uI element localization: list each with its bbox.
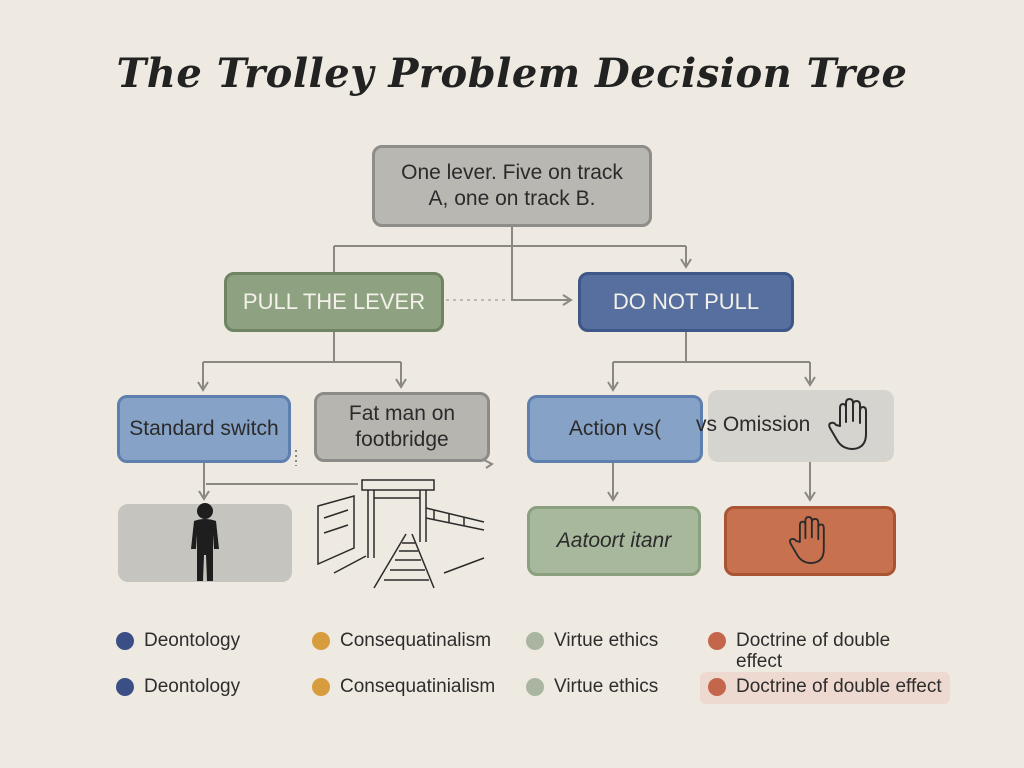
legend-dot-deontology (116, 632, 134, 650)
footbridge-track-icon (317, 479, 485, 589)
raised-hand-icon (789, 516, 825, 564)
legend-label: Deontology (144, 676, 241, 697)
pull-lever-node: PULL THE LEVER (224, 272, 444, 332)
legend-highlight (700, 672, 950, 704)
legend-dot-consequentialism (312, 678, 330, 696)
diagram-title: The Trolley Problem Decision Tree (116, 50, 908, 97)
legend-dot-double-effect (708, 678, 726, 696)
person-leaf-box (118, 503, 292, 582)
legend-label: Virtue ethics (554, 676, 659, 697)
legend-label: Consequatinalism (340, 630, 492, 651)
legend-label: Doctrine of double effect (736, 630, 891, 672)
legend-deontology-2: Deontology (116, 676, 240, 698)
open-hand-icon (828, 398, 867, 450)
legend-deontology-1: Deontology (116, 630, 240, 652)
fat-man-label: Fat man on footbridge (348, 401, 456, 451)
legend-double-effect-1: Doctrine of double effect (708, 630, 908, 672)
legend-consequentialism-1: Consequatinalism (312, 630, 491, 652)
legend-label: Virtue ethics (554, 630, 659, 651)
legend-dot-virtue (526, 678, 544, 696)
do-not-pull-node: DO NOT PULL (578, 272, 794, 332)
legend-virtue-2: Virtue ethics (526, 676, 658, 698)
legend-consequentialism-2: Consequatinialism (312, 676, 495, 698)
outcome-leaf-label: Aatoort itanr (556, 528, 672, 552)
legend-label: Consequatinialism (340, 676, 496, 697)
action-label: Action vs( (568, 416, 662, 440)
root-scenario-text: One lever. Five on track A, one on track… (401, 160, 623, 210)
legend-dot-double-effect (708, 632, 726, 650)
legend-label: Doctrine of double effect (736, 676, 942, 697)
legend-double-effect-2: Doctrine of double effect (708, 676, 942, 698)
legend-label: Deontology (144, 630, 241, 651)
outcome-leaf-box: Aatoort itanr (527, 506, 701, 576)
standard-switch-node: Standard switch (117, 395, 291, 463)
action-node: Action vs( (527, 395, 703, 463)
footbridge-leaf (314, 478, 494, 590)
person-silhouette-icon (191, 503, 219, 581)
omission-label: vs Omission (696, 413, 811, 436)
legend-dot-deontology (116, 678, 134, 696)
legend-dot-virtue (526, 632, 544, 650)
omission-node: vs Omission (696, 390, 894, 462)
hand-leaf-box (724, 506, 896, 576)
pull-lever-label: PULL THE LEVER (242, 289, 426, 315)
root-scenario-box: One lever. Five on track A, one on track… (372, 145, 652, 227)
fat-man-node: Fat man on footbridge (314, 392, 490, 462)
do-not-pull-label: DO NOT PULL (612, 289, 760, 315)
legend-dot-consequentialism (312, 632, 330, 650)
legend-virtue-1: Virtue ethics (526, 630, 658, 652)
standard-switch-label: Standard switch (129, 416, 279, 440)
